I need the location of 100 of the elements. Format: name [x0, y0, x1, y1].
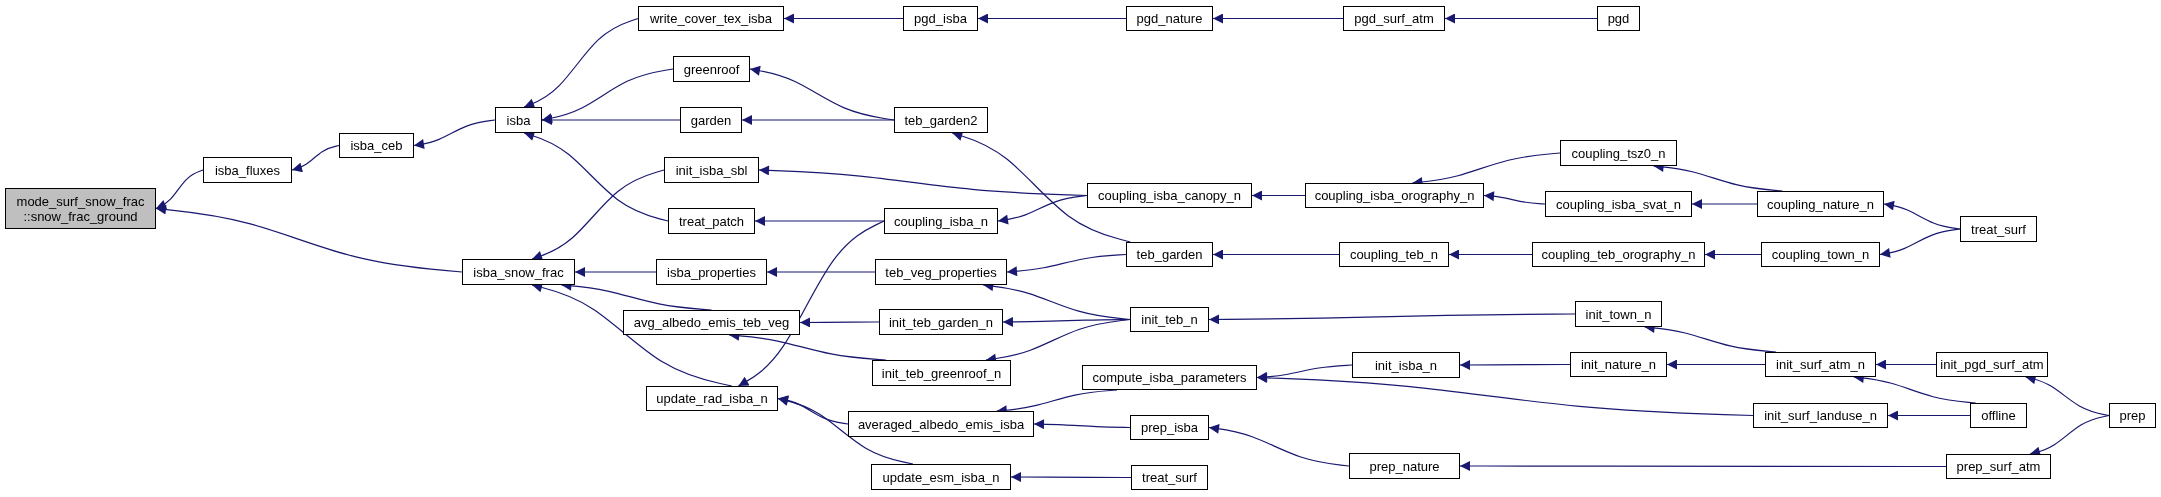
- function-box: [623, 310, 800, 335]
- function-box: [1570, 352, 1667, 377]
- arrow: [1691, 199, 1758, 209]
- arrow: [1256, 372, 1754, 417]
- arrow: [783, 13, 904, 24]
- function-name: isba_fluxes: [214, 162, 280, 178]
- function-box: [656, 259, 767, 285]
- function-box: [1131, 465, 1208, 490]
- function-name: init_pgd_surf_atm: [1940, 357, 2044, 372]
- function-name: prep_surf_atm: [1956, 459, 2041, 474]
- function-box: [871, 464, 1011, 490]
- function-box: [1765, 352, 1876, 377]
- function-box: [872, 360, 1011, 386]
- arrow: [754, 216, 885, 226]
- function-name: avg_albedo_emis_teb_veg: [633, 315, 790, 330]
- arrow: [541, 115, 681, 125]
- function-box: [1532, 242, 1705, 267]
- arrow: [1212, 13, 1344, 24]
- function-box: [673, 56, 750, 82]
- function-name: prep: [2119, 408, 2146, 423]
- function-box: [1545, 191, 1692, 217]
- arrow: [531, 169, 665, 261]
- function-box: [1560, 140, 1677, 166]
- function-box: [1082, 365, 1257, 390]
- function-name: teb_veg_properties: [885, 264, 997, 280]
- function-box: [495, 107, 542, 133]
- arrow: [1666, 359, 1766, 370]
- function-box: [1761, 242, 1880, 267]
- arrow: [951, 131, 1131, 243]
- function-box: [1575, 301, 1662, 327]
- function-name: init_teb_greenroof_n: [881, 365, 1002, 381]
- function-box: [848, 411, 1034, 437]
- arrow: [1212, 249, 1340, 260]
- function-box: [2109, 403, 2156, 428]
- function-name: treat_patch: [678, 213, 744, 229]
- function-name: averaged_albedo_emis_isba: [857, 416, 1025, 432]
- function-name: init_teb_garden_n: [888, 314, 994, 330]
- function-box: [1126, 242, 1213, 267]
- function-box: [203, 157, 292, 183]
- function-box: [680, 107, 742, 133]
- function-name: greenroof: [683, 61, 740, 77]
- function-name: coupling_isba_canopy_n: [1097, 188, 1242, 203]
- function-name: pgd_isba: [914, 11, 967, 26]
- arrow: [1006, 253, 1127, 277]
- arrow: [523, 131, 669, 222]
- function-name: update_esm_isba_n: [882, 469, 1000, 485]
- function-box: [875, 259, 1007, 285]
- arrow: [1444, 13, 1598, 24]
- function-box: [1349, 453, 1460, 479]
- arrow: [413, 119, 496, 149]
- arrow: [155, 204, 463, 273]
- function-name: pgd: [1607, 11, 1630, 26]
- function-box: [1126, 6, 1213, 31]
- function-box: [664, 157, 759, 183]
- function-name: init_surf_landuse_n: [1764, 408, 1877, 423]
- function-box: [903, 6, 978, 31]
- function-name: coupling_town_n: [1771, 247, 1870, 262]
- function-name: coupling_nature_n: [1767, 196, 1874, 212]
- arrow: [997, 194, 1088, 225]
- arrow: [1033, 419, 1131, 430]
- arrow: [574, 267, 657, 277]
- arrow: [523, 17, 639, 109]
- arrow: [291, 144, 340, 173]
- function-name: coupling_tsz0_n: [1571, 145, 1666, 161]
- function-name: treat_surf: [1971, 221, 2026, 237]
- function-box: [646, 386, 778, 411]
- arrow: [1459, 360, 1571, 370]
- function-name: isba: [506, 112, 531, 128]
- function-name: compute_isba_parameters: [1092, 370, 1247, 385]
- function-name: teb_garden: [1136, 247, 1203, 262]
- arrow: [1883, 200, 1961, 230]
- function-name: garden: [690, 112, 732, 128]
- function-box: [1130, 307, 1209, 332]
- function-box: [1343, 6, 1445, 31]
- function-box: [668, 208, 755, 234]
- arrow: [799, 317, 880, 328]
- function-box: [879, 309, 1003, 335]
- function-box: [1946, 454, 2051, 479]
- arrow: [1459, 461, 1947, 471]
- function-box: [339, 133, 414, 158]
- function-name: prep_isba: [1140, 420, 1199, 435]
- function-name: init_surf_atm_n: [1776, 357, 1865, 372]
- function-name: init_nature_n: [1580, 357, 1657, 372]
- arrow: [977, 13, 1127, 24]
- function-name: treat_surf: [1142, 470, 1197, 485]
- arrow: [1483, 191, 1546, 205]
- arrow: [1879, 228, 1961, 258]
- function-box: [1936, 352, 2048, 377]
- function-box: [638, 6, 784, 31]
- function-name: coupling_isba_n: [894, 213, 988, 229]
- arrow: [741, 115, 895, 125]
- function-box: [462, 259, 575, 285]
- function-box: [1960, 216, 2037, 242]
- function-name: teb_garden2: [904, 112, 978, 128]
- function-name: isba_snow_frac: [473, 264, 564, 280]
- function-name: isba_properties: [667, 264, 756, 280]
- function-name: init_isba_sbl: [675, 162, 748, 178]
- function-box: [1753, 403, 1888, 428]
- function-name: coupling_isba_orography_n: [1314, 188, 1475, 203]
- arrow: [1448, 249, 1533, 260]
